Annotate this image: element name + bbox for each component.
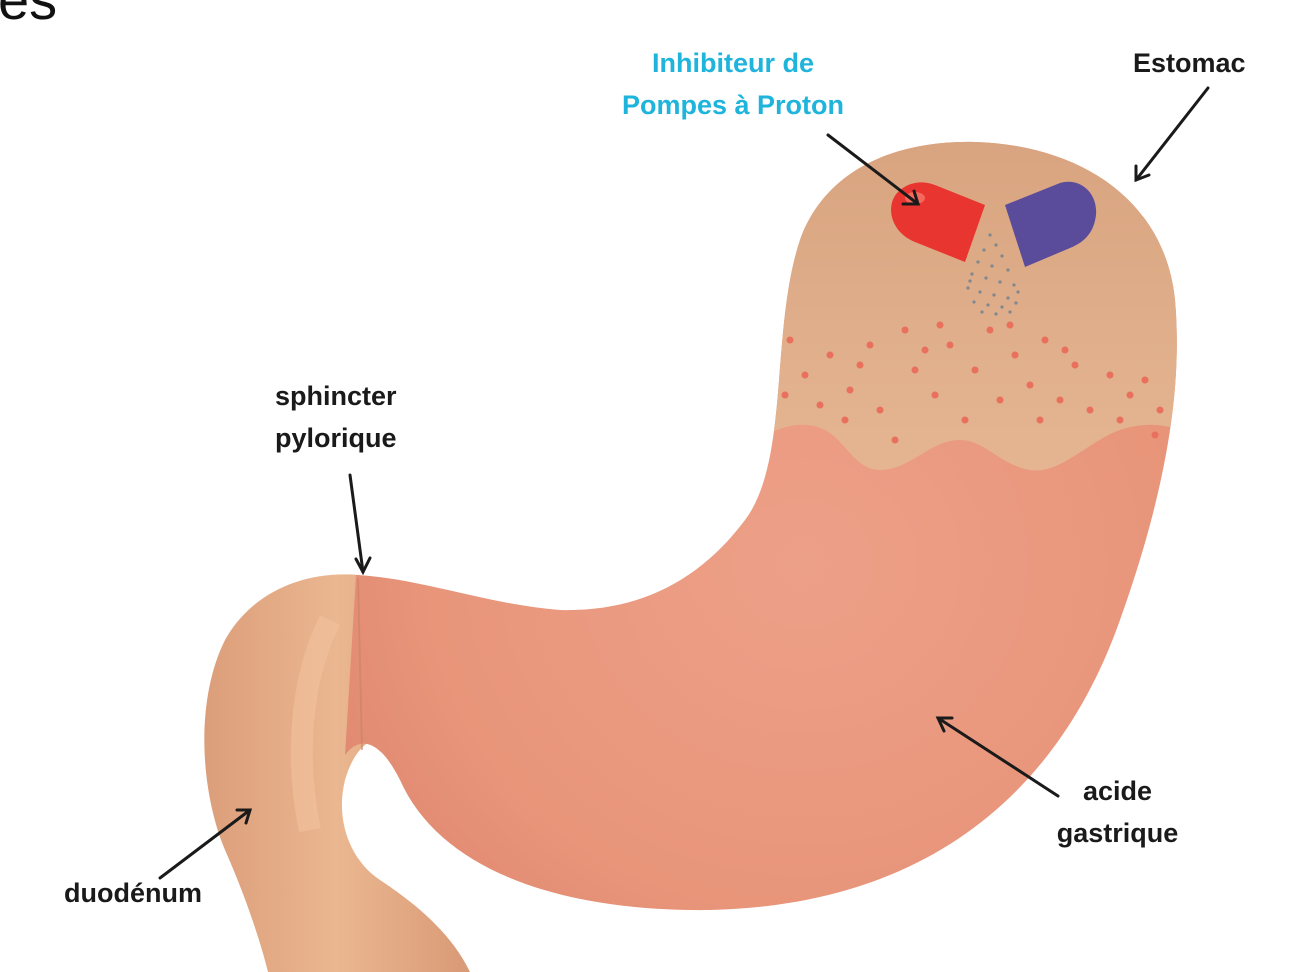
sphincter-label-line2: pylorique — [275, 417, 397, 459]
ppi-label-line2: Pompes à Proton — [598, 84, 868, 126]
ppi-label: Inhibiteur de Pompes à Proton — [598, 42, 868, 126]
stomach-top-region — [700, 100, 1200, 470]
acide-label: acide gastrique — [1040, 770, 1195, 854]
arrow-sphincter — [350, 475, 363, 572]
estomac-label-text: Estomac — [1133, 42, 1246, 84]
acide-label-line2: gastrique — [1040, 812, 1195, 854]
ppi-label-line1: Inhibiteur de — [598, 42, 868, 84]
sphincter-label: sphincter pylorique — [275, 375, 397, 459]
duodenum-label-text: duodénum — [64, 872, 202, 914]
acide-label-line1: acide — [1040, 770, 1195, 812]
sphincter-label-line1: sphincter — [275, 375, 397, 417]
arrow-estomac — [1136, 88, 1208, 180]
duodenum-label: duodénum — [64, 872, 202, 914]
estomac-label: Estomac — [1133, 42, 1246, 84]
